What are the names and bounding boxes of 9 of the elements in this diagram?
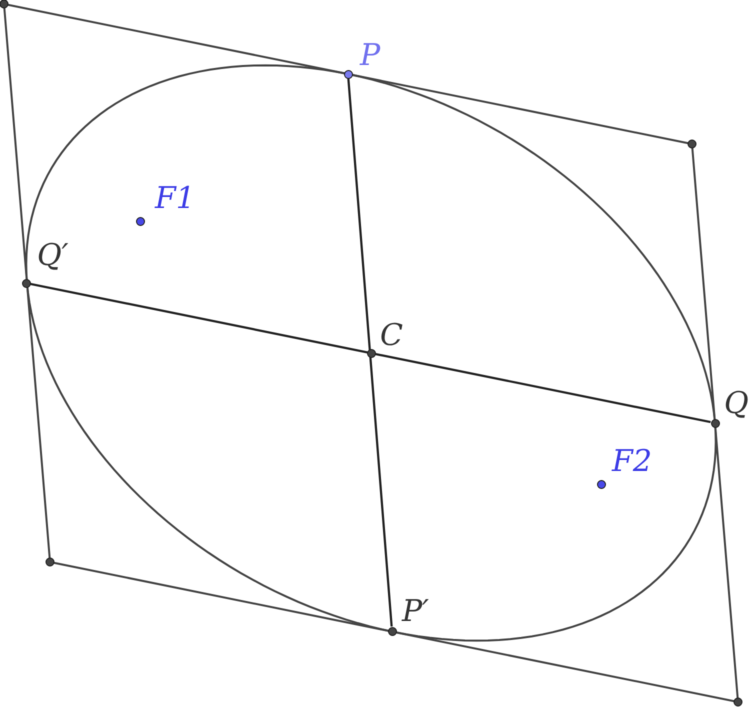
point-label: P <box>360 40 380 72</box>
point-label: Q′ <box>37 240 68 272</box>
point-label: C <box>380 320 403 352</box>
line-segment <box>347 78 393 627</box>
point-label: F2 <box>612 446 652 478</box>
point-label: P′ <box>402 596 429 628</box>
line-segment <box>30 282 711 424</box>
point-label: F1 <box>155 183 195 215</box>
point-label: Q <box>724 388 749 420</box>
